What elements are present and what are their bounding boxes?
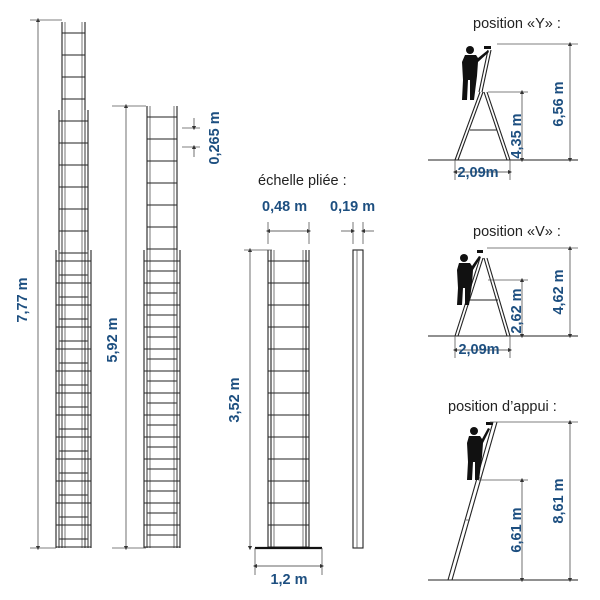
label-6-56m: 6,56 m — [551, 81, 567, 126]
label-6-61m: 6,61 m — [509, 507, 525, 552]
label-4-35m: 4,35 m — [509, 113, 525, 158]
extended-ladder-3-sections — [55, 22, 92, 548]
label-position-y: position «Y» : — [473, 16, 561, 32]
label-5-92m: 5,92 m — [105, 317, 121, 362]
worker-figure-icon — [467, 422, 493, 480]
label-0-48m: 0,48 m — [262, 199, 307, 215]
label-2-09m-v: 2,09m — [458, 342, 499, 358]
folded-ladder-front — [267, 250, 310, 548]
position-lean-diagram: 8,61 m 6,61 m — [428, 419, 578, 583]
stabilizer-bar: 1,2 m — [252, 546, 325, 588]
label-position-v: position «V» : — [473, 224, 561, 240]
dimension-folded-height: 3,52 m — [227, 247, 272, 551]
folded-ladder-side — [352, 249, 364, 549]
label-1-2m: 1,2 m — [270, 572, 307, 588]
position-v-diagram: 4,62 m 2,62 m 2,09m — [428, 245, 578, 358]
label-3-52m: 3,52 m — [227, 377, 243, 422]
label-4-62m: 4,62 m — [551, 269, 567, 314]
label-7-77m: 7,77 m — [15, 277, 31, 322]
label-position-lean: position d’appui : — [448, 399, 557, 415]
label-2-62m: 2,62 m — [509, 288, 525, 333]
dimension-rung-spacing: 0,265 m — [182, 111, 223, 165]
label-8-61m: 8,61 m — [551, 478, 567, 523]
worker-figure-icon — [462, 46, 491, 100]
extended-ladder-2-sections — [143, 106, 181, 548]
label-0-19m: 0,19 m — [330, 199, 375, 215]
dimension-extended-3: 7,77 m — [15, 17, 62, 551]
dimension-folded-depth — [341, 222, 374, 244]
dimension-extended-2: 5,92 m — [105, 103, 146, 551]
label-folded-ladder: échelle pliée : — [258, 173, 347, 189]
position-y-diagram: 6,56 m 4,35 m 2,09m — [428, 41, 578, 181]
label-0-265m: 0,265 m — [207, 111, 223, 164]
dimension-folded-width — [265, 222, 312, 244]
label-2-09m-y: 2,09m — [457, 165, 498, 181]
worker-figure-icon — [457, 250, 483, 305]
